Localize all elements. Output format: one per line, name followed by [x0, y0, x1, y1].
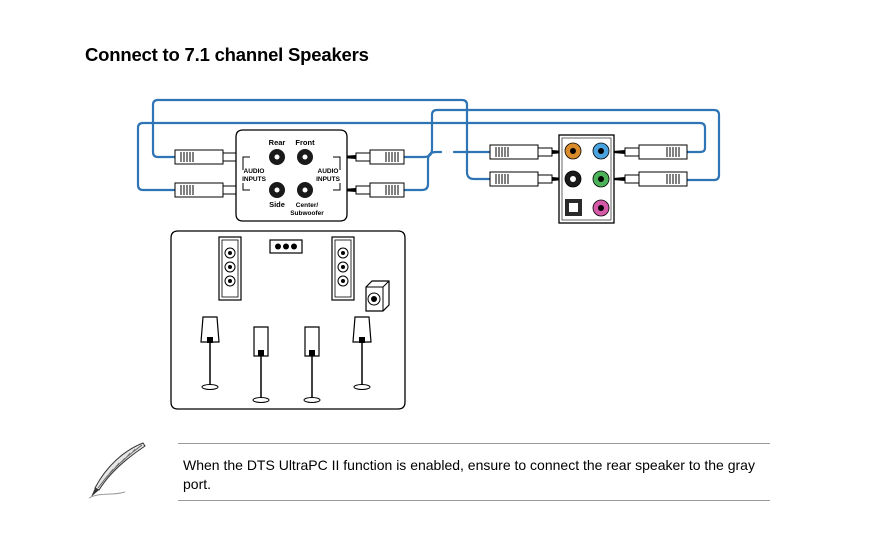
- note-divider-top: [178, 443, 770, 444]
- label-inputs-left: INPUTS: [242, 176, 267, 183]
- optical-port-icon: [565, 199, 582, 216]
- label-front: Front: [295, 138, 315, 147]
- jack-center-subwoofer: [297, 182, 313, 198]
- speaker-set: [170, 230, 406, 410]
- cable-inner-bottom: [402, 150, 443, 192]
- label-side: Side: [269, 200, 285, 209]
- cable-outer-bottom: [136, 121, 707, 192]
- front-right-speaker-icon: [331, 236, 355, 301]
- green-port-icon: [592, 170, 610, 188]
- orange-port-icon: [564, 142, 582, 160]
- label-audio-left: AUDIO: [244, 168, 265, 175]
- label-subwoofer: Subwoofer: [290, 210, 324, 217]
- plug-right-bottom: [342, 182, 405, 198]
- label-inputs-right: INPUTS: [316, 176, 341, 183]
- front-left-speaker-icon: [218, 236, 242, 301]
- plug-far-bottom: [613, 171, 688, 187]
- label-audio-right: AUDIO: [318, 168, 339, 175]
- cables: [136, 98, 721, 192]
- cable-outer-top: [151, 98, 492, 181]
- pink-port-icon: [592, 199, 610, 217]
- speaker-jack-panel: Rear Front Side Center/ Subwoofer AUDIO …: [235, 129, 348, 222]
- label-center: Center/: [296, 202, 319, 209]
- jack-side: [269, 182, 285, 198]
- black-port-icon: [564, 170, 582, 188]
- jack-rear: [269, 149, 285, 165]
- speaker-connection-diagram: Rear Front Side Center/ Subwoofer AUDIO …: [136, 98, 721, 410]
- note-divider-bottom: [178, 500, 770, 501]
- plug-right-top: [342, 149, 405, 165]
- plug-mid-top: [489, 144, 564, 160]
- rear-right-speaker-icon: [303, 326, 321, 403]
- subwoofer-icon: [365, 280, 390, 312]
- page-title: Connect to 7.1 channel Speakers: [85, 44, 369, 65]
- rear-io-audio-panel: [558, 134, 615, 224]
- note-pen-icon: [88, 442, 146, 499]
- side-left-speaker-icon: [200, 316, 220, 390]
- note-text: When the DTS UltraPC II function is enab…: [183, 457, 755, 492]
- label-rear: Rear: [269, 138, 286, 147]
- blue-port-icon: [592, 142, 610, 160]
- center-speaker-icon: [269, 239, 303, 254]
- plug-far-top: [613, 144, 688, 160]
- plug-mid-bottom: [489, 171, 564, 187]
- jack-front: [297, 149, 313, 165]
- rear-left-speaker-icon: [252, 326, 270, 403]
- side-right-speaker-icon: [352, 316, 372, 390]
